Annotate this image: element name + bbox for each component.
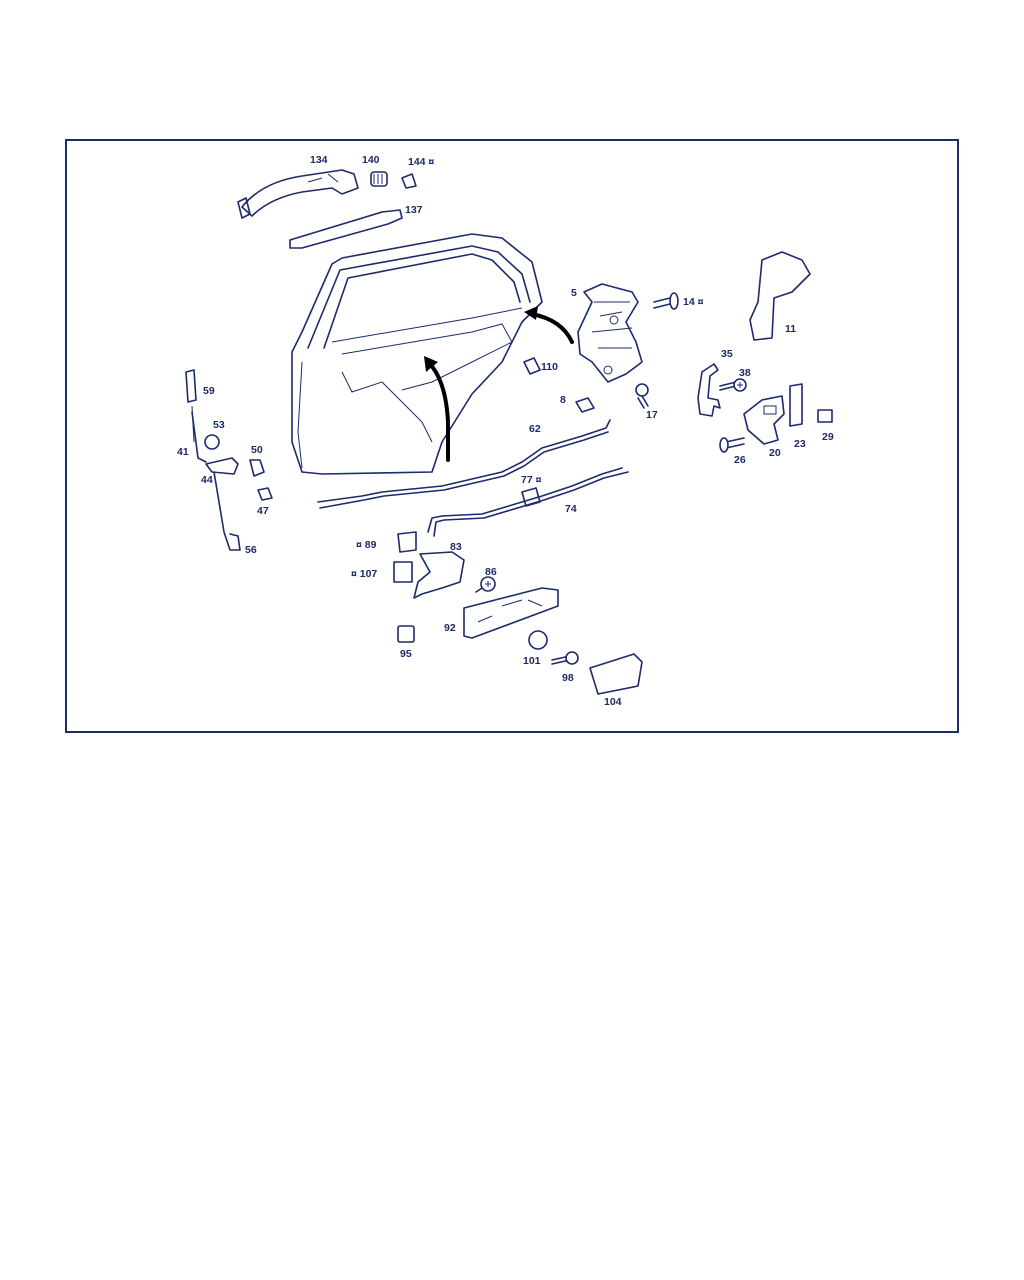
rod-clip bbox=[523, 357, 541, 375]
label-89: ¤ 89 bbox=[356, 539, 377, 551]
label-62: 62 bbox=[529, 423, 541, 435]
label-77: 77 ¤ bbox=[521, 474, 542, 486]
label-95: 95 bbox=[400, 648, 412, 660]
small-clip bbox=[257, 487, 273, 501]
striker-pad bbox=[817, 409, 833, 423]
label-17: 17 bbox=[646, 409, 658, 421]
lock-cover bbox=[749, 251, 811, 341]
lock-bolt bbox=[635, 383, 649, 409]
label-8: 8 bbox=[560, 394, 566, 406]
label-104: 104 bbox=[604, 696, 622, 708]
knob-bearing bbox=[204, 434, 220, 450]
cover-89 bbox=[397, 531, 417, 553]
lever-clip bbox=[249, 459, 265, 477]
label-140: 140 bbox=[362, 154, 380, 166]
label-56: 56 bbox=[245, 544, 257, 556]
striker-shim bbox=[789, 383, 803, 427]
label-38: 38 bbox=[739, 367, 751, 379]
label-83: 83 bbox=[450, 541, 462, 553]
cylinder-clip bbox=[401, 173, 417, 189]
escutcheon-screw bbox=[551, 651, 579, 665]
label-134: 134 bbox=[310, 154, 328, 166]
striker-plate bbox=[743, 395, 785, 445]
label-92: 92 bbox=[444, 622, 456, 634]
lock-screw bbox=[653, 292, 679, 310]
label-98: 98 bbox=[562, 672, 574, 684]
label-110: 110 bbox=[541, 361, 558, 373]
label-59: 59 bbox=[203, 385, 215, 397]
label-101: 101 bbox=[523, 655, 541, 667]
nut bbox=[397, 625, 415, 643]
label-44: 44 bbox=[201, 474, 213, 486]
assembly-arrow-lock bbox=[524, 306, 574, 344]
washer bbox=[528, 630, 548, 650]
outer-door-handle bbox=[237, 169, 359, 219]
label-41: 41 bbox=[177, 446, 189, 458]
bushing bbox=[575, 397, 595, 413]
striker-screw bbox=[719, 437, 745, 453]
lock-cylinder bbox=[370, 171, 388, 187]
label-14: 14 ¤ bbox=[683, 296, 704, 308]
door-parts-exploded-diagram bbox=[185, 169, 833, 695]
label-144: 144 ¤ bbox=[408, 156, 435, 168]
label-50: 50 bbox=[251, 444, 263, 456]
handle-seal bbox=[289, 209, 403, 249]
assembly-arrow-handle bbox=[424, 356, 450, 462]
rod-guide bbox=[521, 487, 541, 507]
cover-107 bbox=[393, 561, 413, 583]
label-5: 5 bbox=[571, 287, 577, 299]
handle-screw bbox=[475, 576, 496, 593]
long-rod-62 bbox=[317, 419, 611, 503]
diagram-frame: 134 140 144 ¤ 137 5 14 ¤ 11 110 35 38 59… bbox=[65, 139, 959, 733]
label-35: 35 bbox=[721, 348, 733, 360]
long-rod-74 bbox=[427, 467, 623, 533]
door-shell bbox=[291, 233, 543, 475]
lever bbox=[205, 457, 239, 475]
release-rod bbox=[213, 471, 241, 551]
inside-handle bbox=[413, 551, 465, 599]
knob-rod bbox=[191, 411, 207, 463]
check-strap bbox=[697, 363, 721, 417]
label-86: 86 bbox=[485, 566, 497, 578]
label-23: 23 bbox=[794, 438, 806, 450]
door-lock bbox=[577, 283, 643, 383]
label-53: 53 bbox=[213, 419, 225, 431]
handle-trim bbox=[589, 653, 643, 695]
label-107: ¤ 107 bbox=[351, 568, 378, 580]
label-47: 47 bbox=[257, 505, 269, 517]
handle-escutcheon bbox=[463, 587, 559, 639]
label-20: 20 bbox=[769, 447, 781, 459]
label-137: 137 bbox=[405, 204, 423, 216]
label-26: 26 bbox=[734, 454, 746, 466]
label-11: 11 bbox=[785, 323, 797, 335]
label-74: 74 bbox=[565, 503, 577, 515]
label-29: 29 bbox=[822, 431, 834, 443]
strap-screw bbox=[719, 378, 747, 392]
